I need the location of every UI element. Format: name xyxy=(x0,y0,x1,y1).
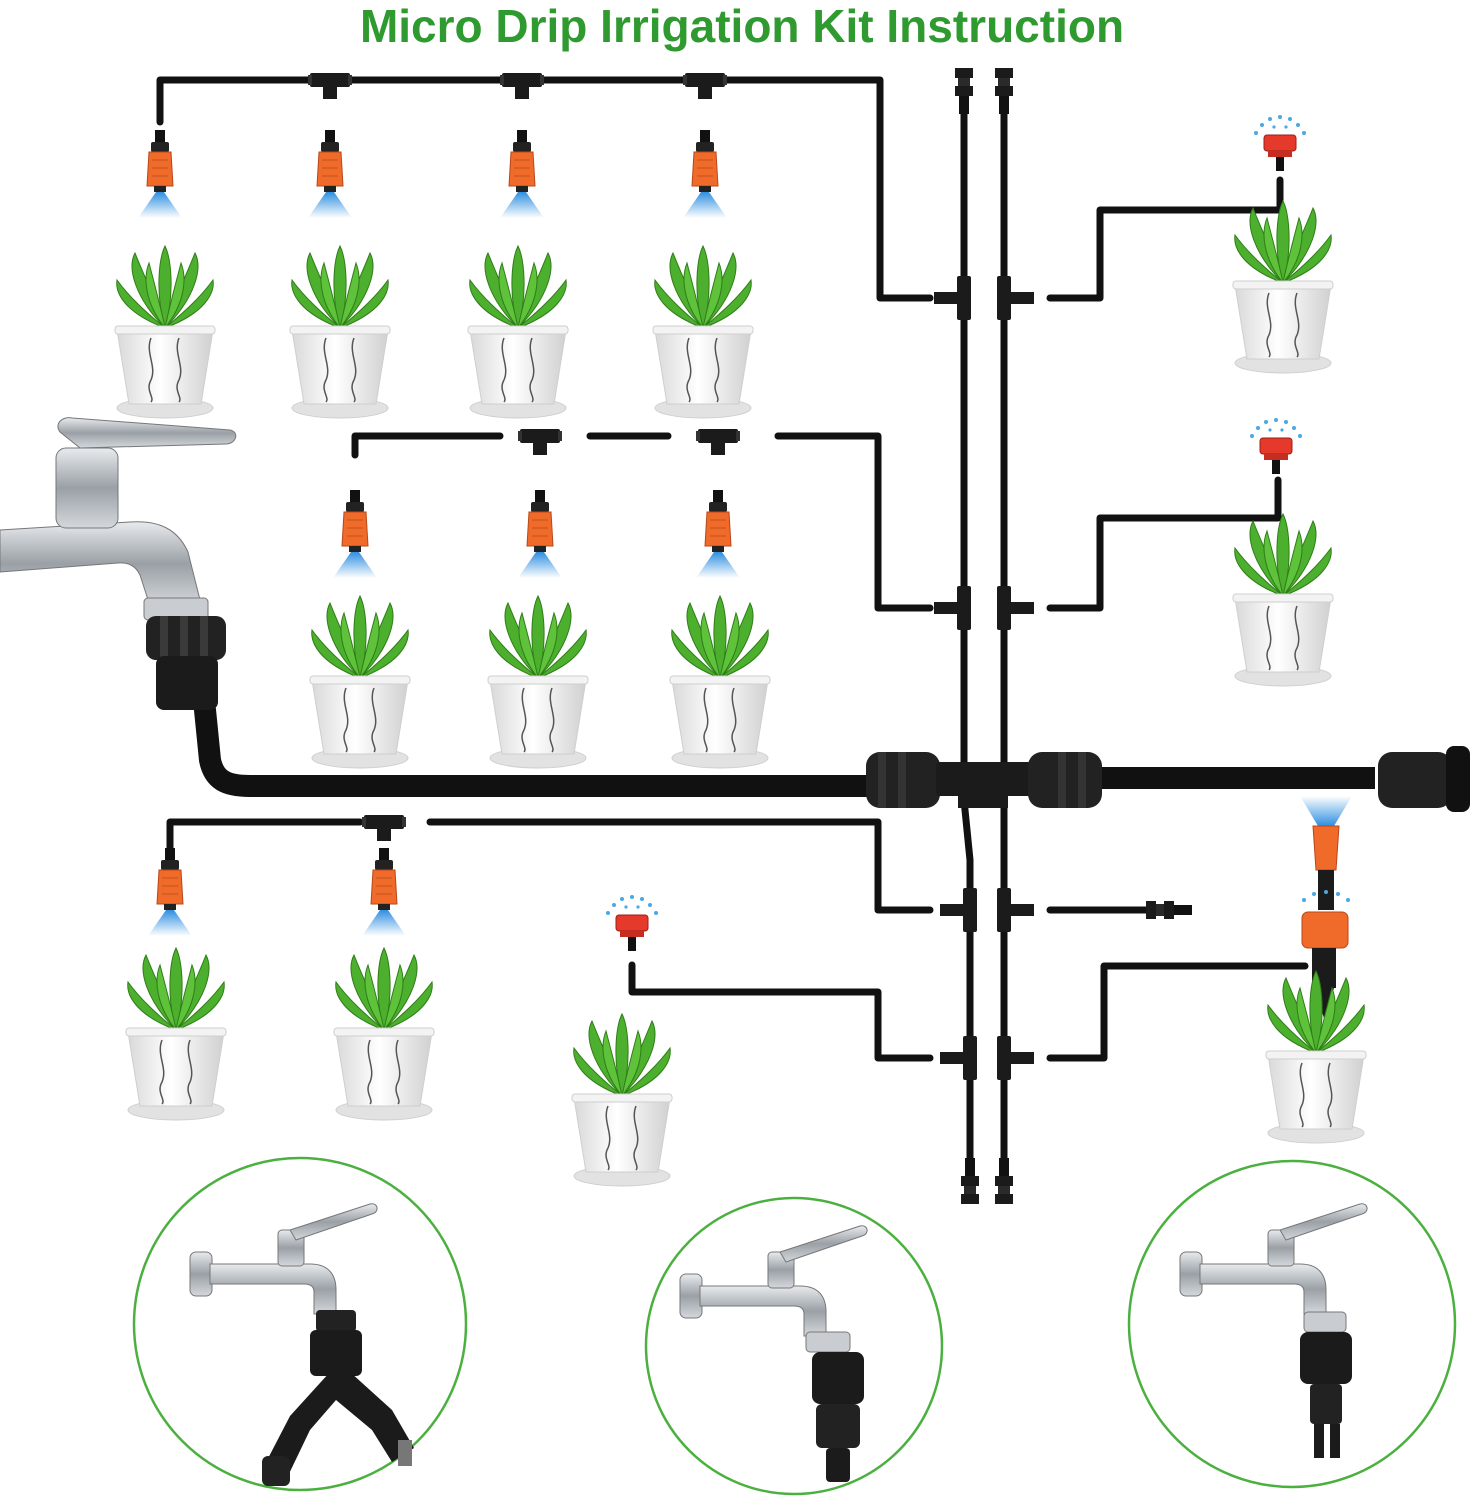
drip-tubing xyxy=(156,76,1309,1164)
main-hose xyxy=(194,699,1375,797)
inset-faucet-tube-adapter xyxy=(1127,1159,1457,1489)
faucet-icon xyxy=(0,417,237,621)
potted-plants xyxy=(114,200,1367,1187)
main-tee-fitting xyxy=(866,752,1102,808)
end-cap-icon xyxy=(1378,746,1470,812)
end-plugs xyxy=(955,68,1192,1204)
inset-faucet-quick-connector xyxy=(644,1196,944,1496)
adjustable-drippers xyxy=(137,129,741,937)
inset-faucet-y-splitter xyxy=(132,1156,468,1492)
rotary-sprinklers xyxy=(605,114,1350,952)
page-title: Micro Drip Irrigation Kit Instruction xyxy=(359,0,1125,52)
hose-connector-icon xyxy=(146,616,226,710)
tee-connectors xyxy=(308,73,1034,1080)
stake-dripper-icon xyxy=(1300,796,1352,1018)
